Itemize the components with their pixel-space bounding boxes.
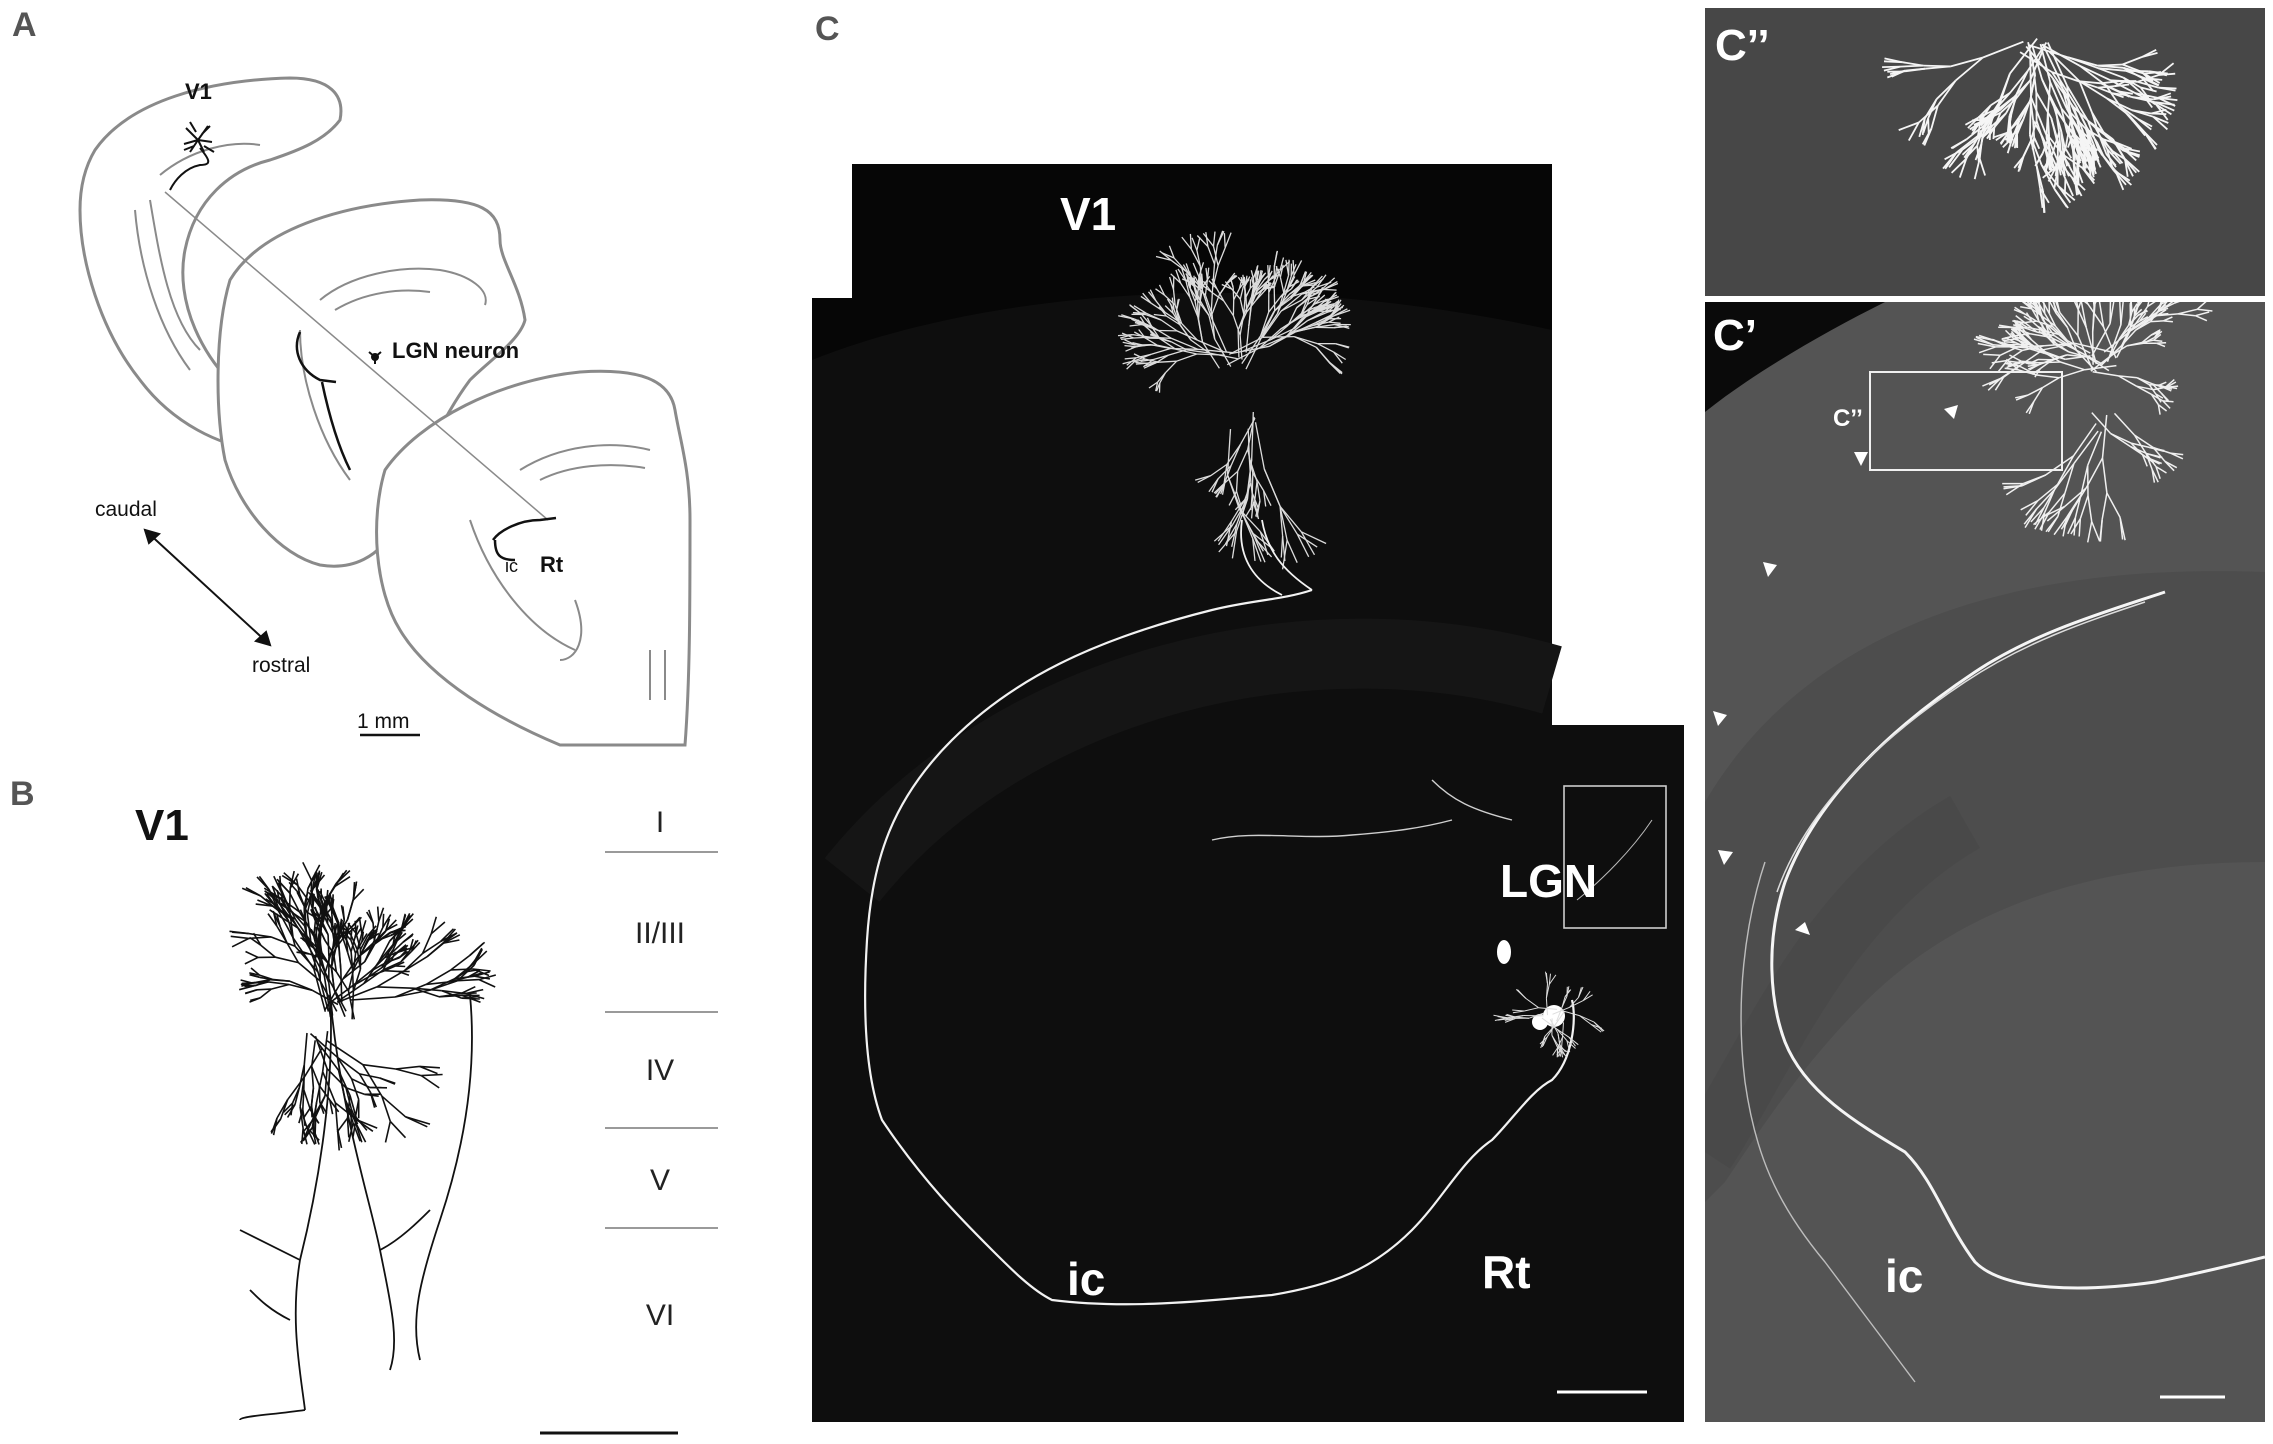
lgn-neuron-marker (368, 351, 382, 364)
panel-letter-b: B (10, 775, 35, 813)
panel-c-micrograph: V1 LGN ic Rt (812, 160, 1692, 1422)
axon-trace-lgn (295, 331, 352, 471)
panel-letter-c: C (815, 10, 840, 48)
panel-a-schematic: V1 LGN neuron ic Rt caudal rostral 1 mm (78, 76, 692, 747)
panel-c-prime-image: C’ C’’ ic (1679, 230, 2266, 1422)
label-rt-c: Rt (1482, 1246, 1531, 1298)
section-alignment-line (164, 191, 549, 521)
panel-b-title: V1 (135, 801, 189, 850)
label-caudal: caudal (95, 498, 157, 521)
inset-box-c (1563, 785, 1667, 929)
layer-label-v: V (650, 1164, 670, 1197)
label-scale-a: 1 mm (357, 710, 410, 733)
panel-letter-a: A (12, 6, 37, 44)
label-lgn-neuron: LGN neuron (392, 338, 519, 363)
panel-c-image: V1 LGN ic Rt (812, 164, 1684, 1422)
neuron-arbor-b (229, 861, 497, 1151)
label-rt-a: Rt (540, 552, 564, 577)
panel-c-double-prime: C’’ (1705, 8, 2265, 296)
v1-neuron-trace (169, 121, 215, 191)
label-ic-c-prime: ic (1885, 1250, 1923, 1302)
layer-label-i: I (656, 806, 664, 839)
label-ic-a: ic (505, 556, 518, 576)
coronal-sections (78, 76, 692, 747)
label-lgn-c: LGN (1500, 855, 1597, 907)
label-c-prime: C’ (1713, 311, 1757, 360)
layer-label-ii-iii: II/III (635, 917, 685, 950)
neuron-axon-b (239, 994, 473, 1421)
axon-trace-rt (491, 516, 557, 562)
label-c-double-prime-inset: C’’ (1833, 405, 1863, 432)
panel-c-double-prime-image: C’’ (1705, 8, 2265, 296)
label-v1-c: V1 (1060, 188, 1116, 240)
layer-label-vi: VI (646, 1299, 674, 1332)
layer-label-iv: IV (646, 1054, 674, 1087)
panel-c-prime: C’ C’’ ic (1679, 230, 2266, 1422)
label-c-double-prime: C’’ (1715, 21, 1770, 70)
label-rostral: rostral (252, 654, 310, 677)
label-ic-c: ic (1067, 1253, 1105, 1305)
panel-b-reconstruction: V1 I II/III IV V VI (135, 801, 718, 1435)
layer-boundaries (605, 851, 718, 1229)
axis-arrow (143, 528, 272, 647)
label-v1-a: V1 (185, 79, 212, 104)
